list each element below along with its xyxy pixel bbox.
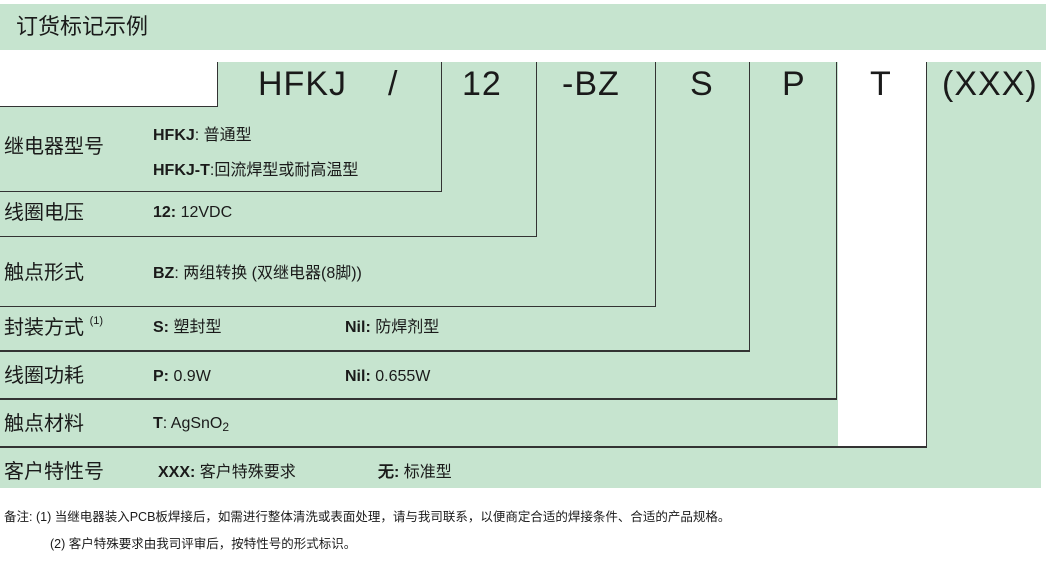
row-label-contact-form: 触点形式 (4, 262, 84, 284)
coil-power-value-1: 0.9W (169, 368, 211, 385)
separator-material (0, 399, 837, 400)
seal-type-note-ref: (1) (89, 315, 104, 327)
code-material: T (870, 65, 892, 103)
seal-type-value-2: 防焊剂型 (370, 319, 440, 336)
separator-special (0, 447, 927, 448)
row-label-special-code: 客户特性号 (4, 461, 104, 483)
relay-type-option-1: HFKJ: 普通型 (153, 128, 252, 144)
header-notch (0, 62, 218, 107)
relay-type-opt2-key: HFKJ-T (153, 162, 210, 179)
relay-type-opt2-value: :回流焊型或耐高温型 (209, 162, 359, 179)
special-code-key-1: XXX: (158, 464, 196, 481)
contact-material-key: T (153, 415, 163, 432)
coil-voltage-key: 12: (153, 204, 177, 221)
special-code-value-1: 客户特殊要求 (195, 464, 296, 481)
note-line-2: (2) 客户特殊要求由我司评审后，按特性号的形式标识。 (50, 538, 356, 551)
code-contact-form: -BZ (562, 65, 620, 103)
contact-material-value: : AgSnO (162, 415, 223, 432)
code-power: P (782, 65, 806, 103)
code-series: HFKJ (258, 65, 347, 103)
code-special: (XXX) (942, 65, 1038, 103)
contact-form-value: : 两组转换 (双继电器(8脚)) (174, 265, 362, 282)
contact-material-subscript: 2 (222, 420, 230, 434)
contact-material-option: T: AgSnO2 (153, 415, 230, 434)
coil-power-value-2: 0.655W (370, 368, 431, 385)
code-slash: / (388, 65, 399, 103)
relay-type-opt1-key: HFKJ (153, 127, 195, 144)
seal-type-value-1: 塑封型 (169, 319, 222, 336)
seal-type-label-text: 封装方式 (4, 317, 84, 339)
coil-power-option-2: Nil: 0.655W (345, 369, 430, 385)
seal-type-key-1: S: (153, 319, 169, 336)
note-prefix: 备注: (4, 510, 33, 524)
row-label-relay-type: 继电器型号 (4, 136, 104, 158)
code-voltage: 12 (462, 65, 502, 103)
note-line-1: 备注: (1) 当继电器装入PCB板焊接后，如需进行整体清洗或表面处理，请与我司… (4, 511, 730, 524)
relay-type-opt1-value: : 普通型 (194, 127, 252, 144)
special-code-value-2: 标准型 (399, 464, 452, 481)
row-label-coil-power: 线圈功耗 (4, 365, 84, 387)
row-label-seal-type: 封装方式 (1) (4, 315, 104, 339)
special-code-key-2: 无: (378, 464, 400, 481)
seal-type-option-1: S: 塑封型 (153, 320, 221, 336)
seal-type-key-2: Nil: (345, 319, 371, 336)
code-seal: S (690, 65, 714, 103)
note-1-text: (1) 当继电器装入PCB板焊接后，如需进行整体清洗或表面处理，请与我司联系，以… (35, 510, 731, 524)
contact-form-key: BZ (153, 265, 175, 282)
coil-power-key-2: Nil: (345, 368, 371, 385)
title-bar (0, 4, 1046, 50)
row-label-coil-voltage: 线圈电压 (4, 202, 84, 224)
special-code-option-1: XXX: 客户特殊要求 (158, 465, 296, 481)
seal-type-option-2: Nil: 防焊剂型 (345, 320, 439, 336)
relay-type-option-2: HFKJ-T:回流焊型或耐高温型 (153, 163, 358, 179)
note-2-text: (2) 客户特殊要求由我司评审后，按特性号的形式标识。 (50, 537, 357, 551)
coil-power-key-1: P: (153, 368, 169, 385)
coil-power-option-1: P: 0.9W (153, 369, 211, 385)
column-material (838, 62, 927, 447)
row-label-contact-material: 触点材料 (4, 413, 84, 435)
contact-form-option: BZ: 两组转换 (双继电器(8脚)) (153, 266, 362, 282)
coil-voltage-value: 12VDC (176, 204, 233, 221)
page-title: 订货标记示例 (16, 14, 149, 39)
separator-power (0, 351, 750, 352)
coil-voltage-option: 12: 12VDC (153, 205, 232, 221)
special-code-option-2: 无: 标准型 (378, 465, 452, 481)
